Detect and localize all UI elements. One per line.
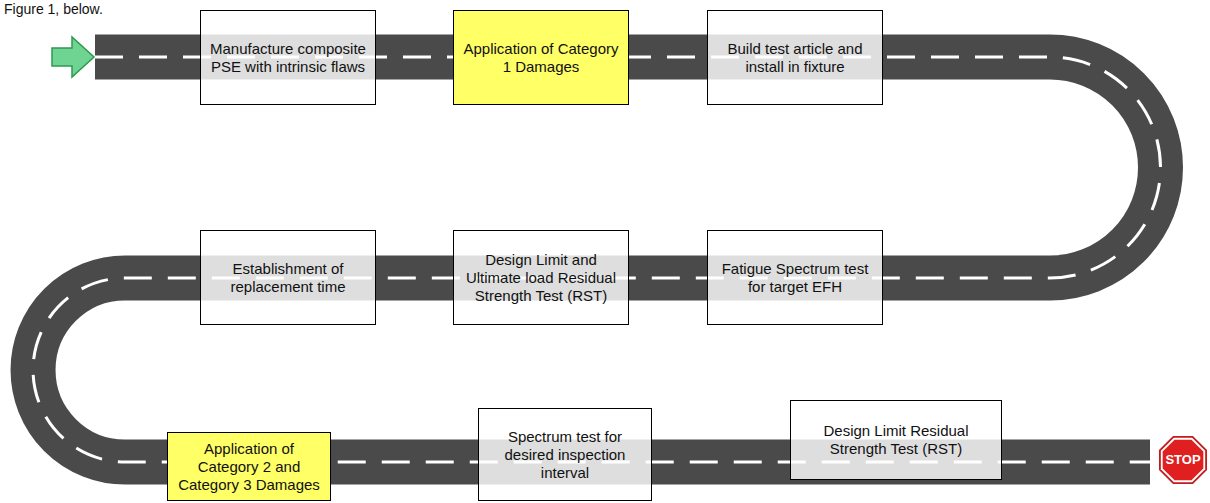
step-box: Build test article and install in fixtur… — [707, 10, 883, 105]
stop-sign: STOP — [1156, 433, 1210, 487]
stop-border — [1161, 438, 1205, 482]
stop-face — [1163, 440, 1204, 481]
start-arrow — [52, 37, 94, 77]
highlighted-step-box: Application of Category 2 and Category 3… — [167, 432, 331, 501]
step-box: Design Limit and Ultimate load Residual … — [453, 230, 629, 325]
step-box: Establishment of replacement time — [200, 230, 376, 325]
step-box: Manufacture composite PSE with intrinsic… — [200, 10, 376, 105]
step-box: Spectrum test for desired inspection int… — [478, 408, 652, 501]
figure-note: Figure 1, below. — [4, 1, 103, 17]
step-text: Establishment of replacement time — [209, 260, 367, 296]
step-text: Application of Category 1 Damages — [462, 40, 620, 76]
step-text: Fatigue Spectrum test for target EFH — [716, 260, 874, 296]
stop-rim — [1159, 436, 1207, 484]
stop-text: STOP — [1165, 452, 1200, 468]
highlighted-step-box: Application of Category 1 Damages — [453, 10, 629, 105]
step-box: Design Limit Residual Strength Test (RST… — [790, 400, 1002, 480]
step-text: Manufacture composite PSE with intrinsic… — [209, 40, 367, 76]
step-text: Design Limit and Ultimate load Residual … — [462, 251, 620, 305]
step-text: Build test article and install in fixtur… — [716, 40, 874, 76]
step-box: Fatigue Spectrum test for target EFH — [707, 230, 883, 325]
step-text: Spectrum test for desired inspection int… — [487, 428, 643, 482]
step-text: Application of Category 2 and Category 3… — [176, 440, 322, 494]
step-text: Design Limit Residual Strength Test (RST… — [799, 422, 993, 458]
